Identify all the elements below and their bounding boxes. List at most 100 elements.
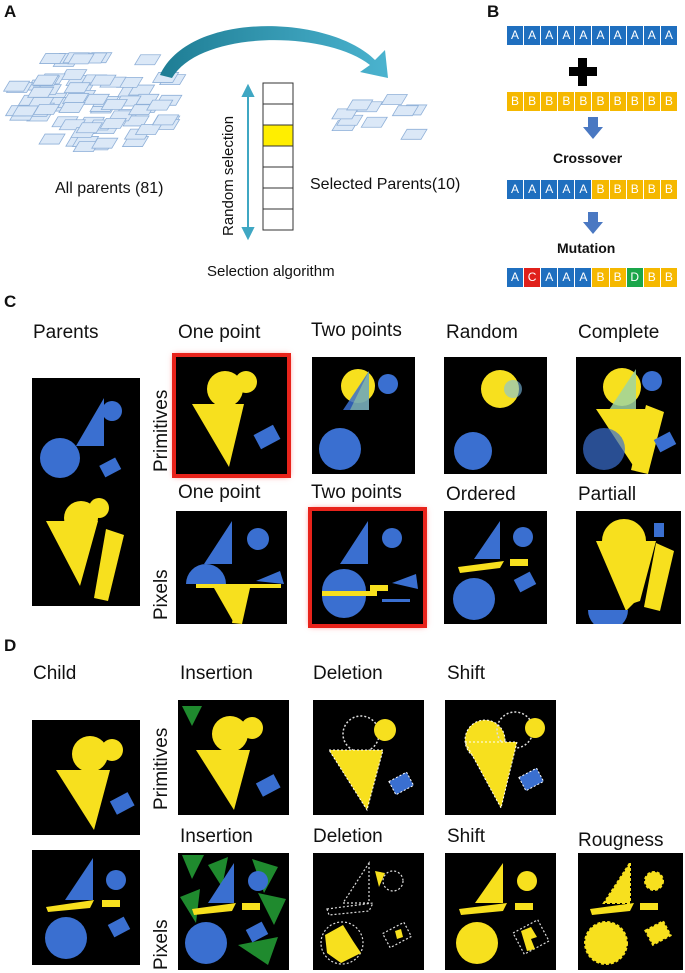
- panel-a-graphic: [2, 26, 428, 241]
- d-row2-title-2: Deletion: [313, 826, 383, 847]
- selected-parents-label: Selected Parents(10): [310, 176, 461, 193]
- parent-solution-icon: [146, 99, 174, 111]
- sequence-cell: B: [575, 92, 593, 111]
- d-primitives-deletion-tile: [313, 700, 424, 815]
- parents-image: [32, 378, 140, 606]
- child-primitives-tile: [32, 720, 140, 835]
- parent-solution-icon: [91, 137, 119, 149]
- d-row1-title-1: Insertion: [180, 663, 253, 684]
- sequence-cell: B: [660, 180, 678, 199]
- crossover-label: Crossover: [553, 150, 623, 166]
- sequence-cell: A: [507, 268, 525, 287]
- panel-b-letter: B: [487, 2, 500, 21]
- sequence-cell: B: [592, 268, 610, 287]
- c-row2-title-2: Two points: [311, 482, 402, 503]
- c-row1-title-3: Random: [446, 322, 518, 343]
- parent-solution-icon: [346, 99, 374, 111]
- selection-column: [262, 82, 294, 231]
- sequence-cell: B: [626, 180, 644, 199]
- sequence-cell: B: [558, 92, 576, 111]
- sequence-cell: B: [592, 180, 610, 199]
- c-primitives-two-points-tile: [312, 357, 415, 474]
- down-arrow-icon: [583, 212, 603, 234]
- panel-d-letter: D: [4, 636, 17, 655]
- parent-solution-icon: [2, 80, 31, 92]
- parent-solution-icon: [100, 99, 128, 110]
- selection-algorithm-label: Selection algorithm: [207, 263, 335, 280]
- d-primitives-insertion-tile: [178, 700, 289, 815]
- selection-arrow: [160, 26, 388, 78]
- sequence-cell: B: [660, 268, 678, 287]
- d-row1-title-2: Deletion: [313, 663, 383, 684]
- sequence-cell: A: [507, 180, 525, 199]
- d-pixels-deletion-tile: [313, 853, 424, 970]
- parent-solution-icon: [82, 93, 111, 105]
- sequence-cell: A: [643, 26, 661, 45]
- c-pixels-two-points-tile: [308, 507, 427, 628]
- sequence-cell: B: [609, 92, 627, 111]
- parent-solution-icon: [58, 102, 86, 113]
- panel-c-letter: C: [4, 292, 17, 311]
- parent-solution-icon: [26, 86, 55, 98]
- parent-solution-icon: [380, 94, 409, 105]
- sequence-cell: B: [609, 180, 627, 199]
- sequence-cell: B: [524, 92, 542, 111]
- sequence-cell: B: [643, 268, 661, 287]
- sequence-cell: B: [592, 92, 610, 111]
- parent-solution-icon: [75, 122, 103, 134]
- c-row2-title-3: Ordered: [446, 484, 516, 505]
- parent-solution-icon: [99, 117, 127, 129]
- random-selection-label: Random selection: [220, 115, 237, 236]
- panel-a-letter: A: [4, 2, 17, 21]
- d-pixels-insertion-tile: [178, 853, 289, 970]
- d-row1-title-3: Shift: [447, 663, 486, 684]
- parents-title: Parents: [33, 322, 99, 343]
- sequence-cell: A: [507, 26, 525, 45]
- d-pixels-shift-tile: [445, 853, 556, 970]
- child-pixels-tile: [32, 850, 140, 965]
- c-primitives-random-tile: [444, 357, 547, 474]
- parent-solution-icon: [63, 82, 91, 94]
- d-primitives-shift-tile: [445, 700, 556, 815]
- parent-solution-icon: [400, 128, 428, 140]
- c-pixels-partial-tile: [576, 511, 681, 624]
- sequence-cell: C: [524, 268, 542, 287]
- parent-solution-icon: [133, 54, 162, 66]
- sequence-cell: A: [609, 26, 627, 45]
- parent-solution-icon: [151, 114, 180, 126]
- mutation-label: Mutation: [557, 240, 616, 256]
- sequence-cell: A: [575, 26, 593, 45]
- d-row2-label: Pixels: [151, 919, 172, 970]
- sequence-cell: A: [575, 180, 593, 199]
- child-title: Child: [33, 663, 77, 684]
- d-pixels-roughness-tile: [578, 853, 683, 970]
- parent-solution-icon: [67, 53, 95, 65]
- c-pixels-ordered-tile: [444, 511, 547, 624]
- sequence-cell: B: [643, 92, 661, 111]
- d-row2-title-1: Insertion: [180, 826, 253, 847]
- plus-icon: [569, 58, 597, 86]
- parent-solution-icon: [89, 74, 117, 86]
- sequence-cell: A: [524, 26, 542, 45]
- sequence-cell: A: [660, 26, 678, 45]
- sequence-cell: B: [541, 92, 559, 111]
- d-row2-title-3: Shift: [447, 826, 486, 847]
- c-row1-title-1: One point: [178, 322, 261, 343]
- selected-parents-cloud: [331, 94, 428, 140]
- c-row1-title-4: Complete: [578, 322, 660, 343]
- c-row1-title-2: Two points: [311, 320, 402, 341]
- sequence-cell: A: [541, 180, 559, 199]
- c-row2-title-1: One point: [178, 482, 261, 503]
- sequence-cell: A: [592, 26, 610, 45]
- sequence-cell: B: [626, 92, 644, 111]
- sequence-cell: A: [541, 26, 559, 45]
- sequence-cell: A: [558, 26, 576, 45]
- parent-solution-icon: [38, 133, 66, 145]
- sequence-cell: A: [558, 180, 576, 199]
- c-row1-label: Primitives: [151, 389, 172, 472]
- parent-solution-icon: [360, 116, 388, 128]
